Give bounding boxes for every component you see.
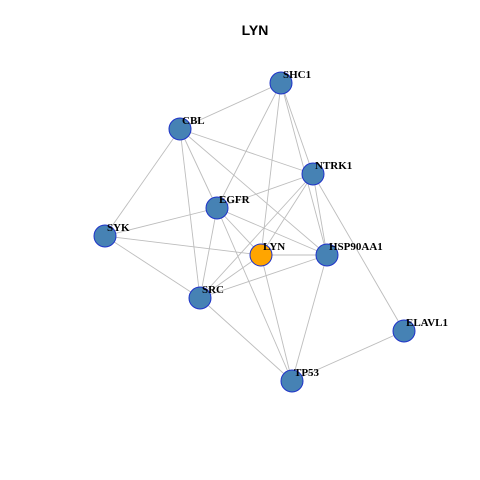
edge-ntrk1-src: [199, 173, 314, 299]
node-elavl1[interactable]: [392, 319, 416, 343]
node-src[interactable]: [188, 286, 212, 310]
edge-cbl-syk: [104, 128, 181, 237]
edge-ntrk1-lyn: [260, 173, 314, 256]
edge-shc1-cbl: [179, 82, 282, 130]
node-egfr[interactable]: [205, 196, 229, 220]
edge-hsp90aa1-tp53: [291, 254, 328, 382]
edge-cbl-hsp90aa1: [179, 128, 328, 256]
edge-syk-lyn: [104, 235, 262, 256]
edge-cbl-egfr: [179, 128, 218, 209]
nodes-layer: [93, 71, 416, 393]
node-ntrk1[interactable]: [301, 162, 325, 186]
node-label-ntrk1: NTRK1: [315, 160, 352, 172]
edge-syk-src: [104, 235, 201, 299]
node-lyn[interactable]: [249, 243, 273, 267]
node-cbl[interactable]: [168, 117, 192, 141]
node-label-tp53: TP53: [294, 367, 320, 379]
node-hsp90aa1[interactable]: [315, 243, 339, 267]
edge-lyn-src: [199, 254, 262, 299]
node-label-src: SRC: [202, 284, 224, 296]
edge-egfr-tp53: [216, 207, 293, 382]
edge-shc1-ntrk1: [280, 82, 314, 175]
node-label-elavl1: ELAVL1: [406, 317, 448, 329]
edge-ntrk1-hsp90aa1: [312, 173, 328, 256]
edge-egfr-src: [199, 207, 218, 299]
edge-shc1-egfr: [216, 82, 282, 209]
node-shc1[interactable]: [269, 71, 293, 95]
node-syk[interactable]: [93, 224, 117, 248]
edge-egfr-hsp90aa1: [216, 207, 328, 256]
node-label-hsp90aa1: HSP90AA1: [329, 241, 383, 253]
node-tp53[interactable]: [280, 369, 304, 393]
node-label-lyn: LYN: [263, 241, 285, 253]
node-label-shc1: SHC1: [283, 69, 311, 81]
edge-ntrk1-egfr: [216, 173, 314, 209]
edge-shc1-lyn: [260, 82, 282, 256]
edge-ntrk1-elavl1: [312, 173, 405, 332]
graph-title: LYN: [242, 22, 269, 38]
edge-egfr-syk: [104, 207, 218, 237]
edge-elavl1-tp53: [291, 330, 405, 382]
edge-cbl-ntrk1: [179, 128, 314, 175]
edge-cbl-src: [179, 128, 201, 299]
edge-hsp90aa1-src: [199, 254, 328, 299]
edge-lyn-tp53: [260, 254, 293, 382]
edge-src-tp53: [199, 297, 293, 382]
node-label-cbl: CBL: [182, 115, 205, 127]
node-label-syk: SYK: [107, 222, 130, 234]
edges-layer: [104, 82, 405, 382]
node-label-egfr: EGFR: [219, 194, 251, 206]
